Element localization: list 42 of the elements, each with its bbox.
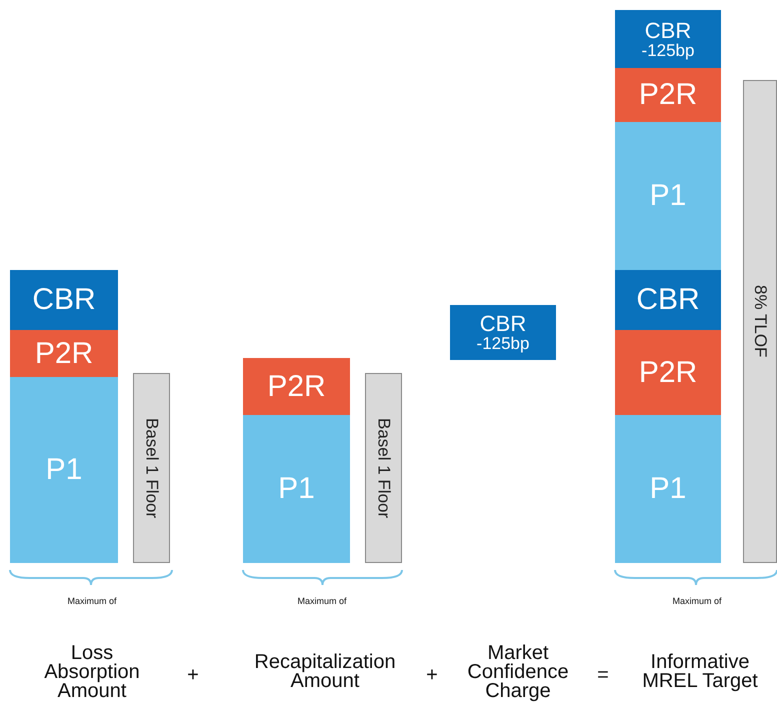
term-label: Recapitalization Amount — [253, 653, 397, 691]
operator-sign: = — [596, 666, 610, 684]
block-label: P2R — [638, 356, 698, 388]
block-label: P1 — [650, 473, 686, 505]
floor-bar — [365, 373, 402, 563]
block-label: Basel 1 Floor — [142, 418, 160, 518]
block-label: P2R — [638, 79, 698, 111]
p1-block — [243, 415, 350, 563]
note-text: Maximum of — [671, 596, 722, 606]
tlof-bar — [743, 80, 777, 563]
term-label: Informative MREL Target — [641, 653, 759, 691]
p2r-block — [615, 330, 721, 415]
block-label: P2R — [267, 370, 326, 402]
p2r-block — [10, 330, 118, 377]
block-label: CBR — [644, 18, 692, 42]
block-sublabel: -125bp — [642, 42, 694, 60]
p1-block — [10, 377, 118, 563]
block-label: CBR — [480, 312, 526, 336]
cbr-block — [10, 270, 118, 330]
p1-block — [615, 415, 721, 563]
block-label: P1 — [278, 473, 315, 505]
term-label: Market Confidence Charge — [466, 644, 570, 700]
note-text: Maximum of — [296, 596, 348, 606]
block-sublabel: -125bp — [476, 335, 530, 353]
term-label: Loss Absorption Amount — [43, 644, 141, 700]
note-text: Maximum of — [66, 596, 118, 606]
block-label: CBR — [636, 284, 700, 316]
block-label: P2R — [34, 338, 94, 370]
p1-block — [615, 122, 721, 270]
block-label: P1 — [46, 454, 82, 486]
block-label: 8% TLOF — [751, 285, 769, 358]
cbr-block — [450, 305, 556, 360]
p2r-block — [243, 358, 350, 415]
operator-sign: + — [186, 666, 200, 684]
cbr-block — [615, 270, 721, 330]
cbr-block — [615, 10, 721, 68]
floor-bar — [133, 373, 170, 563]
block-label: P1 — [650, 180, 686, 212]
p2r-block — [615, 68, 721, 122]
block-label: Basel 1 Floor — [374, 418, 392, 518]
operator-sign: + — [425, 666, 439, 684]
block-label: CBR — [32, 284, 96, 316]
